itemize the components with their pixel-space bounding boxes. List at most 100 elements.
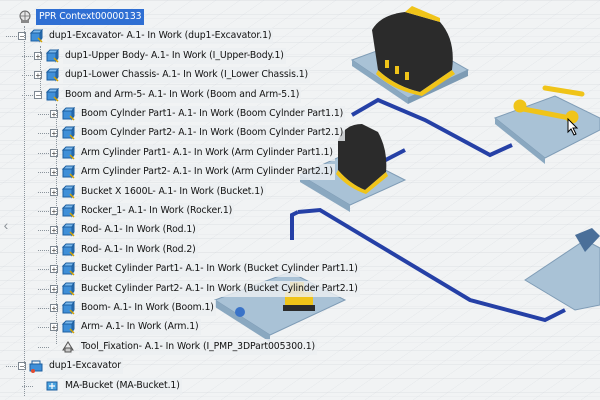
tree-connector — [38, 269, 49, 271]
tree-node-label: Tool_Fixation- A.1- In Work (I_PMP_3DPar… — [79, 338, 318, 355]
tree-connector — [6, 366, 17, 368]
expand-icon[interactable]: + — [50, 265, 58, 275]
tree-node[interactable]: − dup1-Excavator — [18, 358, 123, 375]
tree-node-label: Arm Cylinder Part1- A.1- In Work (Arm Cy… — [79, 144, 335, 161]
tree-node-label: MA-Bucket (MA-Bucket.1) — [63, 377, 182, 394]
tree-guide-line — [40, 46, 41, 96]
product-icon — [61, 301, 75, 315]
process-icon — [29, 360, 43, 374]
tree-node[interactable]: + Rocker_1- A.1- In Work (Rocker.1) — [50, 203, 235, 219]
tree-connector — [6, 36, 17, 38]
flow-connector — [290, 97, 566, 323]
expand-icon[interactable]: + — [50, 226, 58, 236]
tree-node-label: Bucket Cylinder Part1- A.1- In Work (Buc… — [79, 261, 360, 278]
tree-node-label: dup1-Excavator — [47, 358, 123, 375]
product-icon — [61, 107, 75, 121]
tree-connector — [38, 114, 49, 115]
collapse-icon[interactable]: − — [18, 32, 26, 42]
tree-root-label: PPR Context00000133 — [36, 9, 145, 25]
tree-connector — [22, 55, 33, 57]
tree-guide-line — [56, 104, 57, 344]
tree-connector — [22, 385, 33, 387]
product-icon — [61, 262, 75, 276]
tree-connector — [38, 346, 49, 348]
tree-connector — [38, 191, 49, 193]
tree-node-label: Rocker_1- A.1- In Work (Rocker.1) — [79, 203, 235, 219]
tree-connector — [38, 288, 49, 290]
tree-node-label: Boom- A.1- In Work (Boom.1) — [79, 300, 216, 316]
expand-icon[interactable]: + — [50, 187, 58, 197]
bucket-model-2[interactable] — [336, 124, 388, 194]
expand-icon[interactable]: + — [50, 168, 58, 178]
product-icon — [61, 145, 75, 160]
tree-connector — [38, 172, 49, 174]
product-icon — [61, 165, 75, 179]
assembly-icon — [46, 381, 58, 391]
expand-icon[interactable]: + — [34, 51, 42, 61]
tree-connector — [38, 133, 49, 135]
tree-node[interactable]: + Arm- A.1- In Work (Arm.1) — [50, 319, 201, 336]
tree-node-label: dup1-Upper Body- A.1- In Work (I_Upper-B… — [63, 47, 286, 64]
expand-icon[interactable]: + — [50, 110, 58, 119]
tree-connector — [38, 211, 49, 212]
tree-connector — [38, 230, 49, 232]
product-icon — [61, 223, 75, 238]
product-icon — [61, 184, 75, 199]
tree-guide-line — [24, 26, 25, 396]
tree-connector — [38, 308, 49, 309]
tree-node[interactable]: Tool_Fixation- A.1- In Work (I_PMP_3DPar… — [61, 338, 318, 355]
tree-node-label: Arm- A.1- In Work (Arm.1) — [79, 319, 201, 336]
tree-connector — [38, 249, 49, 251]
expand-icon[interactable]: + — [50, 129, 58, 139]
tree-connector — [38, 152, 49, 154]
tree-node-label: Arm Cylinder Part2- A.1- In Work (Arm Cy… — [79, 164, 335, 181]
expand-icon[interactable]: + — [50, 284, 58, 294]
collapse-icon[interactable]: − — [34, 90, 42, 100]
product-icon — [61, 320, 75, 335]
tree-node-label: Bucket X 1600L- A.1- In Work (Bucket.1) — [79, 183, 266, 200]
bucket-model[interactable] — [372, 6, 455, 96]
expand-icon[interactable]: + — [50, 245, 58, 255]
tree-node[interactable]: + Boom Cylnder Part1- A.1- In Work (Boom … — [50, 106, 346, 122]
tree-node[interactable]: + Arm Cylinder Part2- A.1- In Work (Arm C… — [50, 164, 335, 181]
tree-node-label: Rod- A.1- In Work (Rod.2) — [79, 241, 198, 258]
expand-icon[interactable]: + — [50, 323, 58, 333]
tree-node[interactable]: − Boom and Arm-5- A.1- In Work (Boom and … — [34, 86, 302, 103]
expand-icon[interactable]: + — [34, 71, 42, 81]
product-icon — [29, 29, 43, 44]
tree-node[interactable]: + Boom- A.1- In Work (Boom.1) — [50, 300, 216, 316]
station-panel-right[interactable] — [524, 228, 600, 311]
tree-node-label: Bucket Cylinder Part2- A.1- In Work (Buc… — [79, 280, 360, 297]
expand-icon[interactable]: + — [50, 207, 58, 216]
tree-node[interactable]: + dup1-Lower Chassis- A.1- In Work (I_Low… — [34, 67, 311, 84]
tree-root[interactable]: PPR Context00000133 — [18, 9, 145, 25]
tree-node[interactable]: +Boom Cylnder Part2- A.1- In Work (Boom … — [50, 125, 346, 142]
mouse-cursor-icon — [567, 118, 579, 136]
tree-node[interactable]: + Bucket Cylinder Part2- A.1- In Work (Bu… — [50, 280, 360, 297]
tree-node[interactable]: + Rod- A.1- In Work (Rod.2) — [50, 241, 198, 258]
tree-node[interactable]: + Arm Cylinder Part1- A.1- In Work (Arm C… — [50, 144, 335, 161]
rod-parts[interactable] — [513, 85, 585, 124]
part-icon — [62, 340, 74, 353]
panel-collapse-handle[interactable]: ‹ — [3, 217, 9, 233]
tree-node-label: dup1-Lower Chassis- A.1- In Work (I_Lowe… — [63, 67, 311, 84]
tree-node-label: Boom Cylnder Part1- A.1- In Work (Boom C… — [79, 106, 346, 122]
tree-connector — [22, 75, 33, 77]
tree-node-label: Rod- A.1- In Work (Rod.1) — [79, 222, 198, 239]
expand-icon[interactable]: + — [50, 148, 58, 158]
product-icon — [61, 281, 75, 296]
tree-node-label: dup1-Excavator- A.1- In Work (dup1-Excav… — [47, 28, 274, 45]
tree-node-label: Boom and Arm-5- A.1- In Work (Boom and A… — [63, 86, 302, 103]
tree-node[interactable]: + Bucket X 1600L- A.1- In Work (Bucket.1) — [50, 183, 266, 200]
product-icon — [45, 87, 59, 102]
expand-icon[interactable]: + — [50, 304, 58, 313]
tree-node[interactable]: + Bucket Cylinder Part1- A.1- In Work (Bu… — [50, 261, 360, 278]
tree-node[interactable]: + dup1-Upper Body- A.1- In Work (I_Upper-… — [34, 47, 286, 64]
tree-node[interactable]: MA-Bucket (MA-Bucket.1) — [45, 377, 182, 394]
tree-node[interactable]: − dup1-Excavator- A.1- In Work (dup1-Exca… — [18, 28, 274, 45]
tree-node[interactable]: + Rod- A.1- In Work (Rod.1) — [50, 222, 198, 239]
collapse-icon[interactable]: − — [18, 362, 26, 372]
tree-connector — [38, 327, 49, 329]
